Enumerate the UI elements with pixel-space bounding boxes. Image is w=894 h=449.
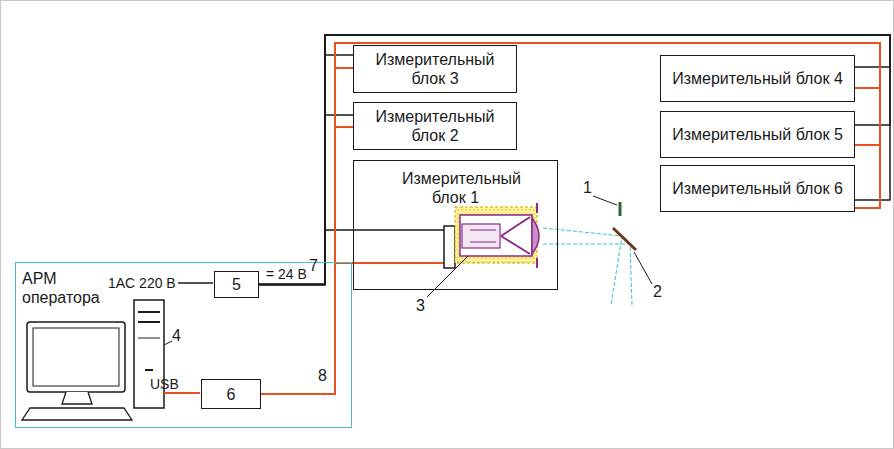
bus-wire xyxy=(261,43,880,394)
node-text: 6 xyxy=(227,385,236,404)
callout-number: 2 xyxy=(653,284,662,300)
node-text: Измерительный блок 3 xyxy=(359,50,511,88)
optical-path xyxy=(543,196,652,305)
bus-wire xyxy=(261,127,353,394)
measuring-block: Измерительный блок 5 xyxy=(660,111,855,158)
bus-wire xyxy=(259,230,353,285)
monitor-screen xyxy=(33,328,119,386)
drive-slot xyxy=(138,311,160,313)
keyboard xyxy=(22,408,132,420)
bus-wire xyxy=(259,115,353,285)
beam xyxy=(543,228,622,305)
mains-line xyxy=(178,282,213,284)
node-text: 5 xyxy=(232,275,241,294)
callout-number: 7 xyxy=(309,258,318,274)
mirror-1 xyxy=(619,202,622,216)
bus-wire xyxy=(261,43,880,394)
flange xyxy=(536,258,538,268)
interface-box: 6 xyxy=(201,379,261,409)
sensor-line xyxy=(470,242,496,243)
measuring-block: Измерительный блок 1 xyxy=(353,160,558,290)
measuring-block: Измерительный блок 2 xyxy=(353,102,517,150)
camera-device xyxy=(427,203,539,297)
interface-label: USB xyxy=(150,376,179,392)
measuring-block: Измерительный блок 3 xyxy=(353,45,517,93)
leader-line xyxy=(634,252,652,284)
bus-wire xyxy=(261,263,353,394)
callout-number: 4 xyxy=(172,328,181,344)
monitor xyxy=(27,322,125,392)
mirror-2 xyxy=(613,228,636,250)
leader-line xyxy=(593,196,617,205)
node-text: Измерительный блок 4 xyxy=(672,69,843,88)
bus-wire xyxy=(259,55,353,285)
usb-cable xyxy=(164,392,200,394)
data-wire xyxy=(353,262,445,264)
lens xyxy=(532,218,539,254)
connector xyxy=(444,226,455,268)
bus-wire xyxy=(261,68,353,394)
sensor-line xyxy=(470,230,496,231)
leader-line xyxy=(427,256,468,297)
operator-workstation: АРМ оператора 5 6 xyxy=(15,262,352,428)
sensor-block xyxy=(462,224,500,248)
monitor-stand xyxy=(62,392,92,404)
supply-voltage-label: 1AC 220 В xyxy=(108,275,176,291)
callout-number: 1 xyxy=(583,180,592,196)
node-text: Измерительный блок 5 xyxy=(672,125,843,144)
leader-line xyxy=(164,341,172,345)
drive-slot xyxy=(138,321,160,323)
measuring-block: Измерительный блок 4 xyxy=(660,55,855,102)
node-text: Измерительный блок 6 xyxy=(672,179,843,198)
voltage-label: = 24 В xyxy=(266,266,307,282)
callout-number: 8 xyxy=(318,368,327,384)
node-text: АРМ оператора xyxy=(22,269,112,307)
power-button xyxy=(145,369,153,371)
power-supply-box: 5 xyxy=(214,271,259,298)
inner-body xyxy=(460,215,532,256)
measuring-block: Измерительный блок 6 xyxy=(660,165,855,212)
beam xyxy=(543,244,632,305)
node-text: Измерительный блок 2 xyxy=(359,107,511,145)
computer xyxy=(22,300,172,420)
housing xyxy=(455,207,537,263)
power-wire xyxy=(353,229,445,231)
lens-cone xyxy=(501,217,530,254)
node-text: Измерительный блок 1 xyxy=(362,169,549,207)
flange xyxy=(536,203,538,213)
drive-slot xyxy=(138,338,160,339)
callout-number: 3 xyxy=(416,298,425,314)
bus-wire xyxy=(261,43,880,394)
